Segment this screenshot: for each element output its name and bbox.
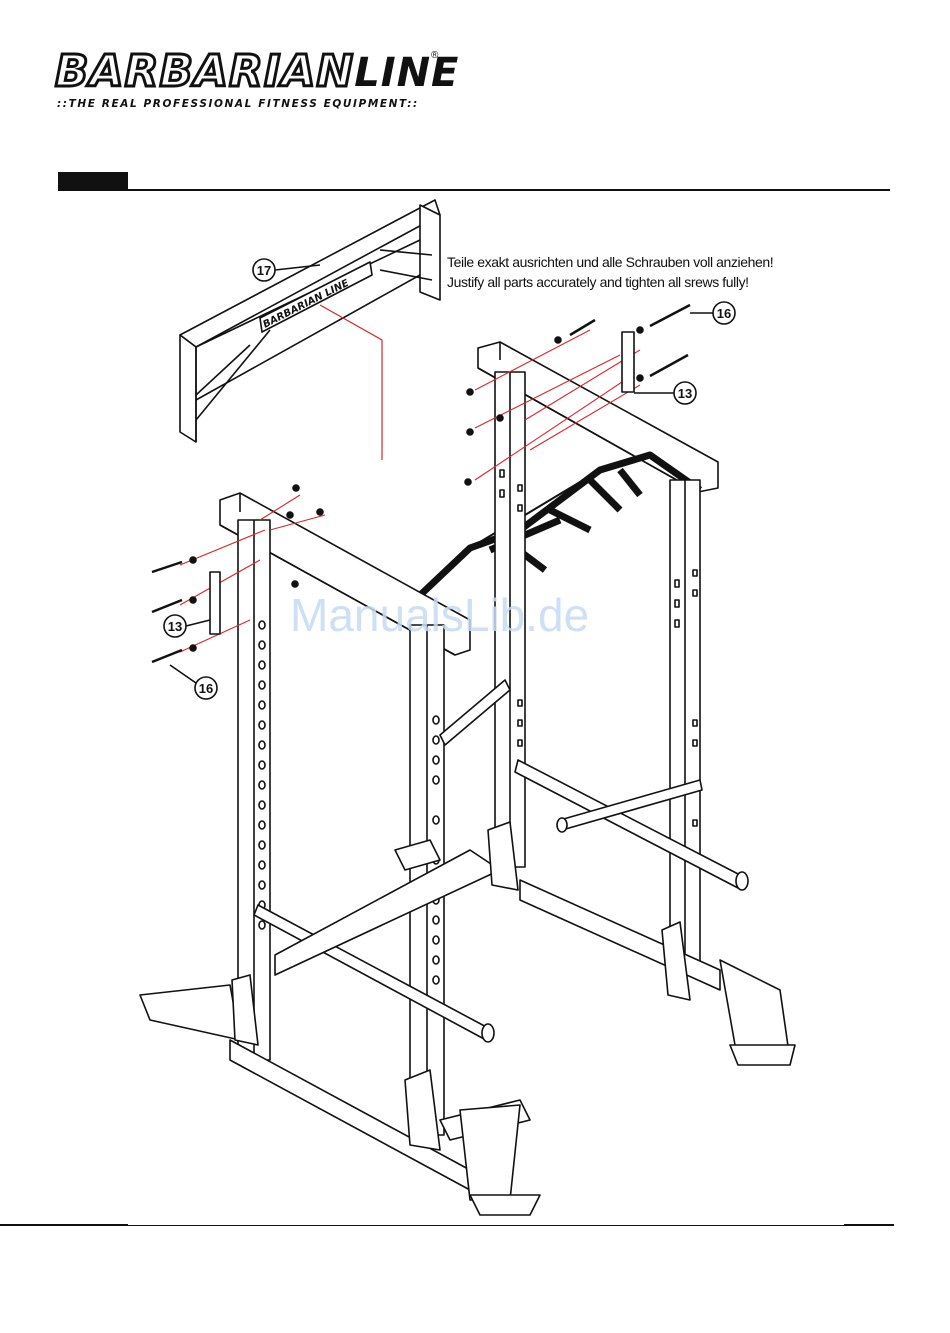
callout-17-label: 17 xyxy=(257,263,271,278)
assembly-line-bracket xyxy=(320,305,382,460)
callout-13-left-label: 13 xyxy=(168,619,182,634)
callout-13-top-label: 13 xyxy=(678,386,692,401)
callout-16-left-label: 16 xyxy=(199,681,213,696)
callout-16-top-label: 16 xyxy=(717,306,731,321)
part-17-wall-bracket: BARBARIAN LINE xyxy=(180,200,440,442)
footer-rule-middle xyxy=(128,1225,844,1226)
pull-up-bar xyxy=(415,455,700,600)
footer-rule-left xyxy=(0,1224,128,1226)
footer-rule-right xyxy=(844,1224,894,1226)
safety-bar-right xyxy=(515,760,748,890)
watermark-text: ManualsLib.de xyxy=(290,588,589,642)
